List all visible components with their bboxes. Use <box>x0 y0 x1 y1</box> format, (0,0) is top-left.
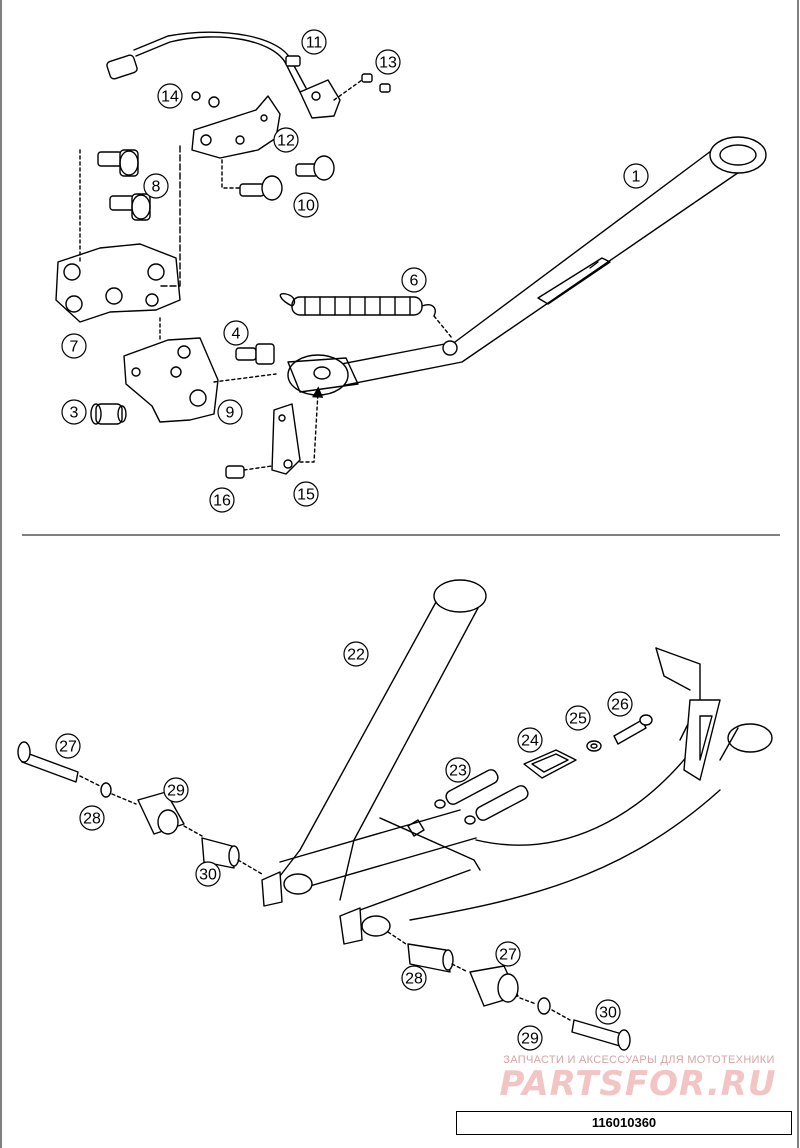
bottom-callout-circle <box>343 641 369 667</box>
bottom-callout-circle <box>607 691 633 717</box>
top-callout-circle <box>217 399 243 425</box>
bottom-callout-number: 26 <box>611 697 629 714</box>
top-callout-number: 16 <box>213 493 231 510</box>
right-axle-line <box>387 931 571 1021</box>
side-stand-leg <box>287 136 767 396</box>
switch-bracket <box>191 95 281 159</box>
reference-code: 116010360 <box>456 1111 792 1135</box>
bottom-callout-number: 29 <box>521 1031 539 1048</box>
bottom-callout-number: 23 <box>449 763 467 780</box>
top-callout-number: 4 <box>232 326 241 343</box>
top-callout-number: 6 <box>410 273 419 290</box>
top-callout-circle <box>61 399 87 425</box>
stand-switch <box>106 31 341 119</box>
bottom-callout-number: 22 <box>347 647 365 664</box>
bottom-callout-circle <box>445 757 471 783</box>
right-washer <box>537 997 551 1015</box>
bottom-callout-number: 29 <box>167 783 185 800</box>
top-callout-circle <box>401 267 427 293</box>
bottom-callout-circle <box>55 733 81 759</box>
switch-screw-leader <box>333 79 363 101</box>
top-callout-number: 12 <box>277 133 295 150</box>
bottom-callout-circle <box>401 965 427 991</box>
top-callout-number: 11 <box>306 35 323 52</box>
switch-bolts <box>239 155 335 201</box>
bottom-callout-circle <box>79 805 105 831</box>
bottom-callout-number: 24 <box>521 733 539 750</box>
clip-screw <box>225 465 245 479</box>
watermark-brand: PARTSFOR.RU <box>499 1064 777 1104</box>
top-callout-circle <box>61 333 87 359</box>
switch-screws <box>361 73 391 93</box>
top-callout-number: 8 <box>152 179 161 196</box>
pad-washer <box>586 740 602 752</box>
top-callout-circle <box>273 127 299 153</box>
top-callout-number: 13 <box>379 55 397 72</box>
top-callout-circle <box>301 29 327 55</box>
top-callout-number: 14 <box>161 89 179 106</box>
top-callout-number: 15 <box>297 487 315 504</box>
bolt-leader <box>213 373 277 383</box>
top-callout-number: 1 <box>632 169 641 186</box>
top-callout-circle <box>209 487 235 513</box>
pivot-bolt <box>235 343 275 365</box>
top-callout-circle <box>293 192 319 218</box>
pad-bolt <box>613 714 653 745</box>
bottom-callout-number: 30 <box>199 867 217 884</box>
right-axle-bolt <box>571 1019 631 1051</box>
bottom-callout-circle <box>595 999 621 1025</box>
left-washer <box>100 782 112 798</box>
stand-pad <box>523 749 577 779</box>
right-spacer <box>407 943 454 973</box>
bracket-bolts <box>97 149 151 221</box>
spring-leader <box>433 315 453 339</box>
bottom-callout-circle <box>517 727 543 753</box>
clip-leader <box>243 465 273 471</box>
switch-nuts <box>191 91 220 108</box>
bottom-callout-number: 28 <box>83 811 101 828</box>
bottom-callout-number: 27 <box>59 739 77 756</box>
bottom-callout-circle <box>195 861 221 887</box>
bracket-leader-mid <box>159 145 181 287</box>
bottom-callout-number: 25 <box>569 711 587 728</box>
top-callout-number: 10 <box>297 198 315 215</box>
right-bushing <box>469 965 519 1007</box>
left-bushing <box>137 791 185 835</box>
switch-leader <box>221 159 241 189</box>
bottom-callout-circle <box>517 1025 543 1051</box>
top-callout-circle <box>223 320 249 346</box>
clip-arrow <box>299 386 324 463</box>
top-callout-number: 7 <box>70 339 79 356</box>
watermark-subtitle: ЗАПЧАСТИ И АКСЕССУАРЫ ДЛЯ МОТОТЕХНИКИ <box>503 1054 775 1066</box>
left-spacer <box>201 837 240 869</box>
bottom-callout-circle <box>495 941 521 967</box>
mounting-plate <box>123 337 219 423</box>
top-callout-circle <box>623 163 649 189</box>
bottom-callout-number: 28 <box>405 971 423 988</box>
stand-bracket <box>55 243 181 323</box>
top-callout-number: 9 <box>226 405 235 422</box>
top-callout-circle <box>293 481 319 507</box>
top-callout-circle <box>375 49 401 75</box>
bottom-callout-circle <box>565 705 591 731</box>
center-stand <box>261 579 773 945</box>
switch-clip <box>271 403 301 475</box>
left-axle-line <box>79 775 263 875</box>
stand-spring <box>279 292 436 317</box>
top-callout-circle <box>157 83 183 109</box>
bushing <box>90 403 127 425</box>
left-axle-bolt <box>17 741 79 783</box>
bottom-callout-circle <box>163 777 189 803</box>
bottom-callout-number: 30 <box>599 1005 617 1022</box>
top-callout-number: 3 <box>70 405 79 422</box>
top-callout-circle <box>143 173 169 199</box>
center-stand-springs <box>434 769 529 825</box>
bottom-callout-number: 27 <box>499 947 517 964</box>
